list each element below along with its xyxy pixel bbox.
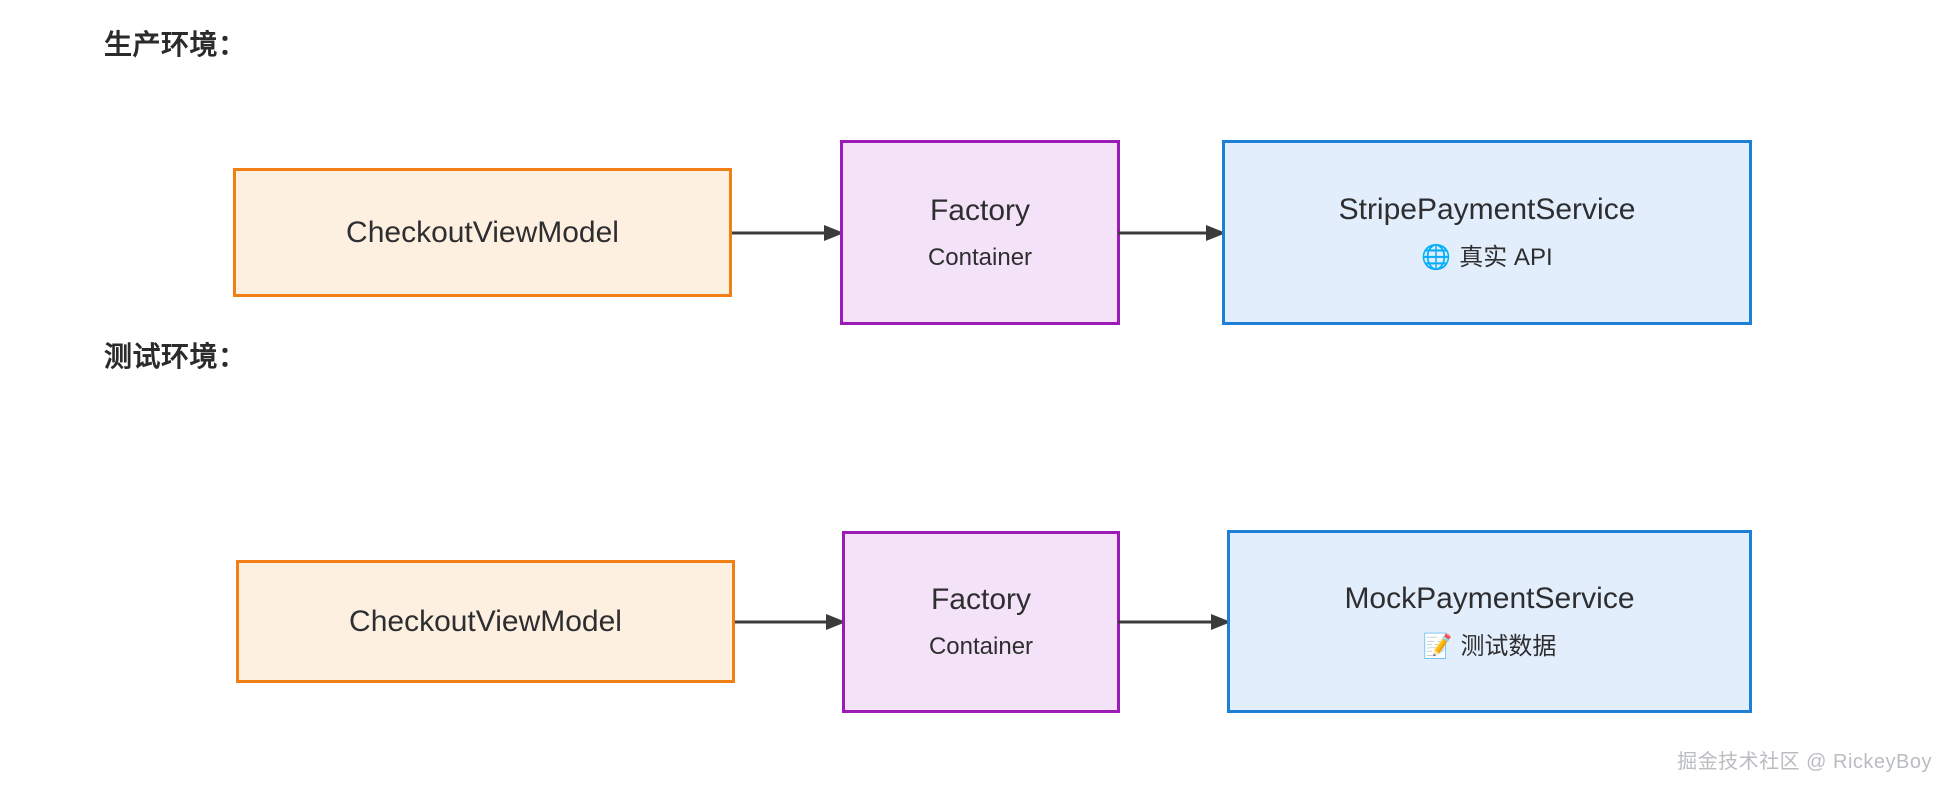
node-title: Factory bbox=[929, 193, 1031, 227]
section-label-testing: 测试环境： bbox=[104, 341, 247, 372]
node-checkout-viewmodel-production: CheckoutViewModel bbox=[233, 168, 732, 297]
arrow-viewmodel-to-factory-testing bbox=[735, 614, 846, 630]
node-title: Factory bbox=[930, 583, 1032, 617]
node-title: CheckoutViewModel bbox=[349, 605, 622, 638]
memo-icon: 📝 bbox=[1422, 632, 1453, 661]
node-title: MockPaymentService bbox=[1344, 582, 1635, 616]
node-factory-production: Factory Container bbox=[840, 140, 1120, 325]
node-checkout-viewmodel-testing: CheckoutViewModel bbox=[236, 560, 735, 683]
node-stripe-payment-service: StripePaymentService 🌐真实 API bbox=[1222, 140, 1752, 325]
node-subtitle: 真实 API bbox=[1459, 244, 1553, 272]
arrow-viewmodel-to-factory-production bbox=[732, 225, 844, 241]
node-subtitle-row: 📝测试数据 bbox=[1423, 633, 1557, 660]
node-title: CheckoutViewModel bbox=[346, 216, 619, 249]
node-factory-testing: Factory Container bbox=[842, 531, 1120, 713]
section-label-production: 生产环境： bbox=[104, 29, 247, 60]
node-title: StripePaymentService bbox=[1338, 193, 1636, 227]
node-subtitle-row: 🌐真实 API bbox=[1421, 244, 1552, 271]
watermark: 掘金技术社区 @ RickeyBoy bbox=[1677, 751, 1932, 773]
arrow-factory-to-service-production bbox=[1118, 225, 1226, 241]
node-subtitle: 测试数据 bbox=[1460, 633, 1557, 661]
node-subtitle: Container bbox=[927, 243, 1033, 271]
node-mock-payment-service: MockPaymentService 📝测试数据 bbox=[1227, 530, 1752, 713]
globe-icon: 🌐 bbox=[1421, 243, 1452, 272]
arrow-factory-to-service-testing bbox=[1118, 614, 1231, 630]
node-subtitle: Container bbox=[928, 633, 1034, 661]
